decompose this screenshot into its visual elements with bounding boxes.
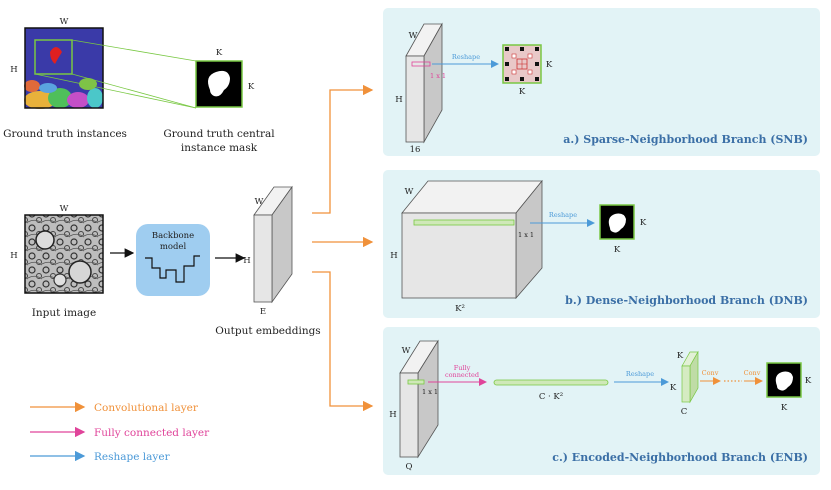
enb-block-label-C: C — [681, 407, 688, 417]
backbone-block — [136, 224, 210, 296]
enb-depth-Q-label: Q — [406, 462, 413, 472]
enb-fc-label-line1: Fully — [454, 364, 471, 372]
enb-reshaped-block — [681, 350, 699, 404]
enb-conv-label-1: Conv — [702, 369, 719, 377]
input-caption: Input image — [32, 307, 96, 319]
mask-label-K-right: K — [248, 82, 255, 92]
dnb-label-H: H — [390, 251, 397, 261]
dnb-label-W: W — [405, 187, 414, 197]
enb-block-label-K-top: K — [677, 351, 684, 361]
enb-fc-label-line2: connected — [445, 371, 479, 379]
dnb-cube — [401, 179, 543, 300]
input-label-W: W — [60, 204, 69, 214]
enb-label-W: W — [402, 346, 411, 356]
output-label-W: W — [255, 197, 264, 207]
snb-slab — [405, 22, 443, 144]
connector-to-enb — [312, 271, 374, 412]
enb-fc-vector — [493, 379, 609, 386]
output-embeddings-slab — [253, 185, 293, 304]
dnb-mask-label-K-right: K — [640, 218, 647, 228]
enb-slab — [399, 339, 439, 459]
gt-instances-image — [24, 27, 104, 109]
snb-title: a.) Sparse-Neighborhood Branch (SNB) — [563, 133, 808, 146]
enb-title: c.) Encoded-Neighborhood Branch (ENB) — [552, 451, 808, 464]
enb-block-label-K-left: K — [670, 383, 677, 393]
enb-panel — [383, 327, 820, 475]
legend-reshape-label: Reshape layer — [94, 451, 171, 463]
dnb-reshape-label: Reshape — [549, 211, 577, 219]
backbone-label-line1: Backbone — [152, 231, 194, 241]
dnb-kernel-label: 1 x 1 — [518, 231, 534, 239]
gt-central-mask — [195, 60, 243, 108]
legend: Convolutional layer Fully connected laye… — [30, 401, 210, 463]
gt-label-W: W — [60, 17, 69, 27]
snb-label-W: W — [409, 31, 418, 41]
enb-kernel-label: 1 x 1 — [422, 388, 438, 396]
dnb-depth-label: K² — [455, 304, 465, 314]
enb-mask-label-K-bottom: K — [781, 403, 788, 413]
zoom-line-bottom — [34, 73, 197, 109]
backbone-label-line2: model — [160, 242, 187, 252]
gt-mask-caption-line2: instance mask — [181, 142, 258, 154]
zoom-line-mid — [71, 73, 197, 109]
snb-reshape-label: Reshape — [452, 53, 480, 61]
snb-panel — [383, 8, 820, 156]
enb-reshape-label: Reshape — [626, 370, 654, 378]
snb-grid-label-K-bottom: K — [519, 87, 526, 97]
dnb-mask-label-K-bottom: K — [614, 245, 621, 255]
gt-mask-caption-line1: Ground truth central — [163, 128, 275, 140]
mask-label-K-top: K — [216, 48, 223, 58]
snb-sparse-grid — [502, 44, 542, 84]
enb-output-mask — [766, 362, 802, 398]
dnb-title: b.) Dense-Neighborhood Branch (DNB) — [565, 294, 808, 307]
gt-label-H: H — [10, 65, 17, 75]
snb-label-H: H — [395, 95, 402, 105]
enb-conv-label-2: Conv — [744, 369, 761, 377]
legend-fc-label: Fully connected layer — [94, 427, 210, 439]
enb-vector-label: C · K² — [539, 392, 563, 402]
snb-grid-label-K-right: K — [546, 60, 553, 70]
snb-kernel-label: 1 x 1 — [430, 72, 446, 80]
snb-depth-label: 16 — [410, 145, 421, 155]
output-label-E: E — [260, 307, 266, 317]
legend-conv-label: Convolutional layer — [94, 402, 199, 414]
enb-mask-label-K-right: K — [805, 376, 812, 386]
enb-label-H: H — [389, 410, 396, 420]
dnb-output-mask — [599, 204, 635, 240]
output-caption: Output embeddings — [215, 325, 320, 337]
gt-instances-caption: Ground truth instances — [3, 128, 127, 140]
zoom-line-top — [71, 39, 197, 62]
output-label-H: H — [243, 256, 250, 266]
connector-to-snb — [312, 84, 374, 214]
input-image — [24, 214, 104, 294]
input-label-H: H — [10, 251, 17, 261]
